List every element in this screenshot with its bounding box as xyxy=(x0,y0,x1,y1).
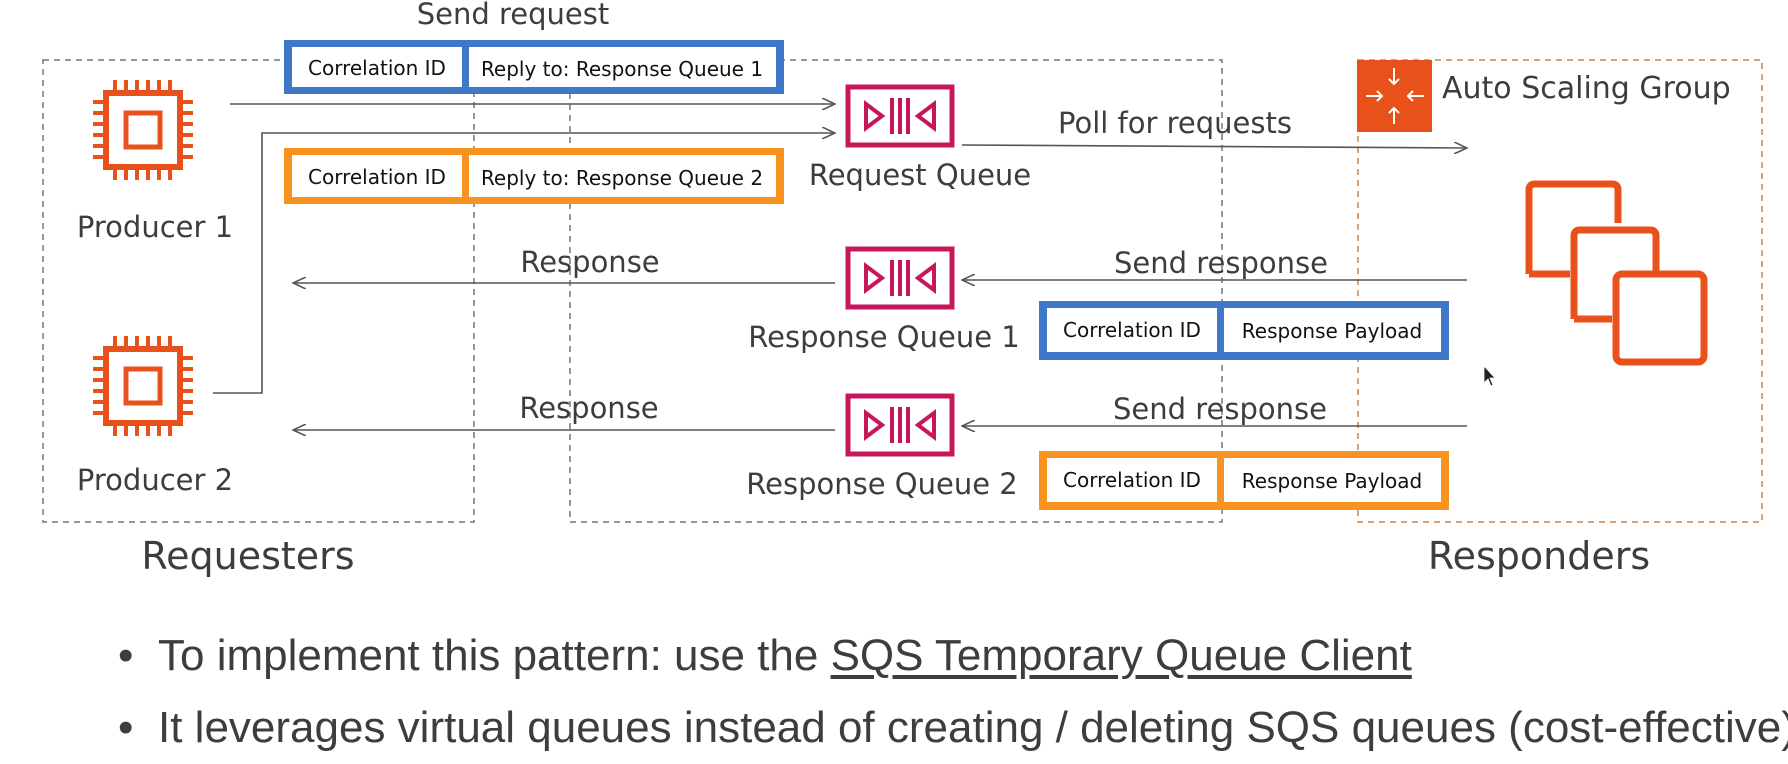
bullet-2-text: It leverages virtual queues instead of c… xyxy=(158,703,1788,752)
response-message-1: Correlation ID Response Payload xyxy=(1039,301,1449,360)
bullet-item-1: To implement this pattern: use the SQS T… xyxy=(118,620,1788,692)
producer-2-request-arrow xyxy=(213,133,835,394)
requesters-title: Requesters xyxy=(141,534,354,578)
auto-scaling-group-label: Auto Scaling Group xyxy=(1442,71,1731,106)
correlation-id-label: Correlation ID xyxy=(308,165,446,189)
sqs-temporary-queue-client-link[interactable]: SQS Temporary Queue Client xyxy=(830,631,1412,680)
reply-to-label: Reply to: Response Queue 1 xyxy=(481,57,763,81)
request-message-1: Correlation ID Reply to: Response Queue … xyxy=(284,40,784,94)
auto-scaling-icon xyxy=(1357,60,1432,132)
bullet-1-text: To implement this pattern: use the xyxy=(158,631,831,680)
response-payload-label: Response Payload xyxy=(1242,319,1422,343)
send-response-label-2: Send response xyxy=(1113,392,1327,426)
reply-to-label: Reply to: Response Queue 2 xyxy=(481,166,763,190)
response-label-2: Response xyxy=(519,391,658,425)
poll-for-requests-label: Poll for requests xyxy=(1058,106,1292,140)
auto-scaling-group-border xyxy=(1357,59,1763,523)
response-queue-2-label: Response Queue 2 xyxy=(746,467,1017,501)
producer-1-icon xyxy=(93,80,193,180)
producer-2-label: Producer 2 xyxy=(77,463,233,497)
send-response-label-1: Send response xyxy=(1114,246,1328,280)
correlation-id-label: Correlation ID xyxy=(308,56,446,80)
response-queue-1-label: Response Queue 1 xyxy=(748,320,1019,354)
requesters-group-border xyxy=(42,59,475,523)
poll-arrow xyxy=(961,145,1467,148)
mouse-cursor-icon xyxy=(1483,364,1496,387)
producer-1-label: Producer 1 xyxy=(77,210,233,244)
request-queue-label: Request Queue xyxy=(809,158,1031,192)
responders-title: Responders xyxy=(1428,534,1650,578)
ec2-instances-icon xyxy=(1525,180,1708,366)
producer-2-icon xyxy=(93,336,193,436)
response-payload-label: Response Payload xyxy=(1242,469,1422,493)
response-message-2: Correlation ID Response Payload xyxy=(1039,451,1449,510)
bullet-list: To implement this pattern: use the SQS T… xyxy=(118,620,1788,764)
queues-group-border xyxy=(569,59,1223,523)
bullet-item-2: It leverages virtual queues instead of c… xyxy=(118,692,1788,764)
response-label-1: Response xyxy=(520,245,659,279)
request-message-2: Correlation ID Reply to: Response Queue … xyxy=(284,148,784,204)
request-queue-icon xyxy=(848,87,952,145)
correlation-id-label: Correlation ID xyxy=(1063,468,1201,492)
response-queue-2-icon xyxy=(848,396,952,454)
correlation-id-label: Correlation ID xyxy=(1063,318,1201,342)
response-queue-1-icon xyxy=(848,249,952,307)
send-request-label: Send request xyxy=(417,0,610,31)
